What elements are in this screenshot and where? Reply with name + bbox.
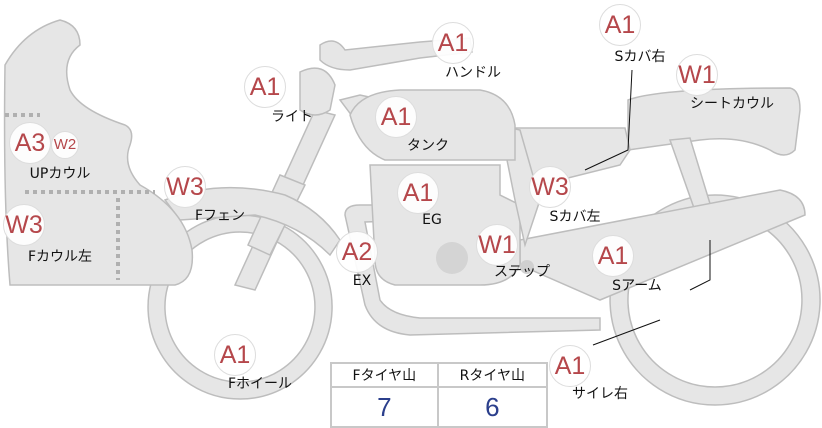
label-swing-arm: Sアーム [612,278,662,294]
exhaust-shape [344,204,601,336]
label-side-cover-right: Sカバ右 [614,49,666,65]
grade-badge-upper-cowl-secondary[interactable]: W2 [51,131,79,159]
label-handle: ハンドル [445,65,501,81]
front-fender-shape [163,186,341,257]
grade-badge-engine[interactable]: A1 [397,172,439,214]
grade-badge-front-fender[interactable]: W3 [164,166,206,208]
light-shape [299,67,336,116]
label-light: ライト [271,109,313,125]
cowl-shape [3,19,194,286]
label-silencer-right: サイレ右 [572,386,628,402]
rear-tire-header: Rタイヤ山 [436,362,549,388]
grade-badge-seat-cowl[interactable]: W1 [676,54,718,96]
grade-badge-light[interactable]: A1 [244,66,286,108]
grade-badge-handle[interactable]: A1 [432,22,474,64]
label-seat-cowl: シートカウル [690,96,774,112]
grade-badge-swing-arm[interactable]: A1 [592,235,634,277]
label-front-fender: Fフェン [194,208,246,224]
label-engine: EG [422,212,442,228]
grade-badge-exhaust[interactable]: A2 [336,231,378,273]
grade-badge-side-cover-left[interactable]: W3 [529,166,571,208]
label-upper-cowl: UPカウル [29,166,91,182]
grade-badge-front-wheel[interactable]: A1 [214,334,256,376]
label-side-cover-left: Sカバ左 [549,209,601,225]
swing-arm-shape [519,189,806,301]
label-exhaust: EX [352,273,372,289]
label-tank: タンク [407,138,449,154]
front-tire-value: 7 [330,386,439,428]
grade-badge-silencer-right[interactable]: A1 [549,345,591,387]
label-step: ステップ [494,264,550,280]
label-front-wheel: Fホイール [227,376,293,392]
grade-badge-side-cover-right[interactable]: A1 [599,4,641,46]
grade-badge-front-cowl-left[interactable]: W3 [3,204,45,246]
label-front-cowl-left: Fカウル左 [27,249,93,265]
grade-badge-tank[interactable]: A1 [375,96,417,138]
grade-badge-upper-cowl[interactable]: A3 [9,122,51,164]
rear-tire-value: 6 [436,386,549,428]
grade-badge-step[interactable]: W1 [476,224,518,266]
tire-tread-table: Fタイヤ山 Rタイヤ山 7 6 [330,362,549,428]
front-tire-header: Fタイヤ山 [330,362,439,388]
